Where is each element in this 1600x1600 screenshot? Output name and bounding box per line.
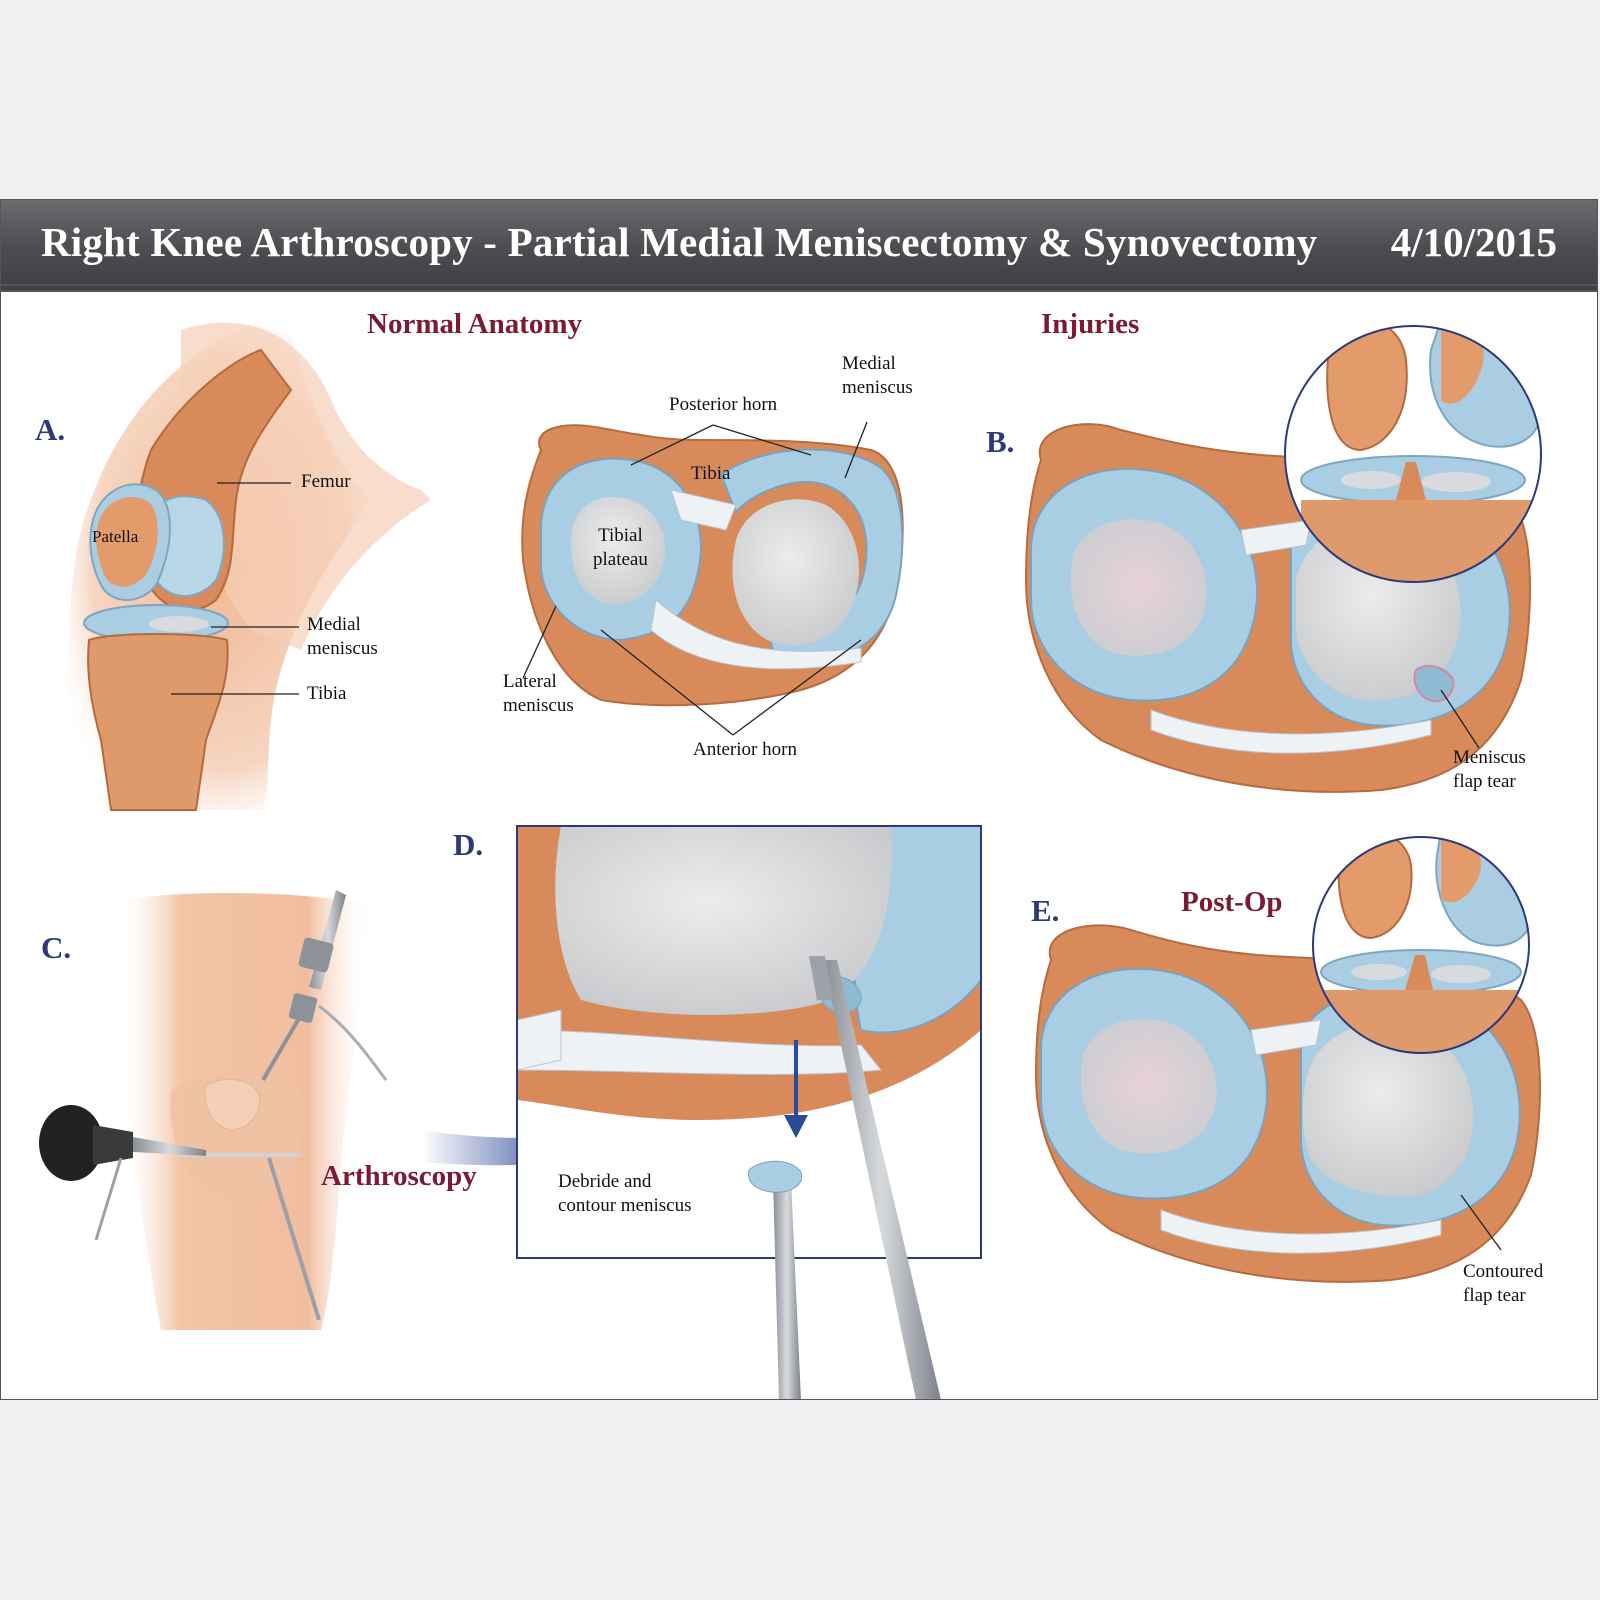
- title-bar: Right Knee Arthroscopy - Partial Medial …: [1, 200, 1597, 292]
- panel-letter-c: C.: [41, 930, 72, 965]
- title-rule-top: [1, 284, 1597, 286]
- label-contoured-tear: Contoured flap tear: [1463, 1261, 1544, 1306]
- label-tibial-plateau: Tibial plateau: [593, 525, 648, 570]
- title-rule-bottom: [1, 290, 1597, 292]
- debride-closeup: [516, 825, 982, 1399]
- heading-injuries: Injuries: [1041, 308, 1140, 340]
- label-anterior-horn: Anterior horn: [693, 739, 797, 760]
- page-title: Right Knee Arthroscopy - Partial Medial …: [41, 219, 1318, 265]
- panel-letter-b: B.: [986, 424, 1015, 459]
- heading-arthroscopy: Arthroscopy: [321, 1160, 477, 1192]
- heading-post-op: Post-Op: [1181, 886, 1283, 918]
- label-lateral-meniscus: Lateral meniscus: [503, 671, 574, 716]
- label-medial-meniscus: Medial meniscus: [842, 353, 913, 398]
- label-tibia-a: Tibia: [307, 683, 347, 704]
- label-flap-tear: Meniscus flap tear: [1453, 747, 1526, 792]
- panel-letter-d: D.: [453, 827, 484, 862]
- knee-lateral-view: [68, 322, 431, 811]
- anatomy-artwork: [39, 322, 1542, 1399]
- panel-letter-e: E.: [1031, 893, 1060, 928]
- tibial-plateau-postop: [1034, 836, 1541, 1283]
- tibial-plateau-normal: [521, 421, 904, 736]
- heading-normal-anatomy: Normal Anatomy: [367, 308, 583, 340]
- illustration-board: Right Knee Arthroscopy - Partial Medial …: [0, 199, 1598, 1400]
- procedure-date: 4/10/2015: [1390, 219, 1557, 265]
- label-patella: Patella: [92, 527, 139, 546]
- tibial-plateau-injury: [1024, 325, 1542, 793]
- label-debride: Debride and contour meniscus: [558, 1171, 692, 1216]
- label-posterior-horn: Posterior horn: [669, 394, 778, 415]
- label-femur: Femur: [301, 471, 351, 492]
- label-medial-meniscus-a: Medial meniscus: [307, 614, 378, 659]
- panel-letter-a: A.: [35, 412, 66, 447]
- arthroscopy-leg-view: [39, 890, 713, 1330]
- label-tibia: Tibia: [691, 463, 731, 484]
